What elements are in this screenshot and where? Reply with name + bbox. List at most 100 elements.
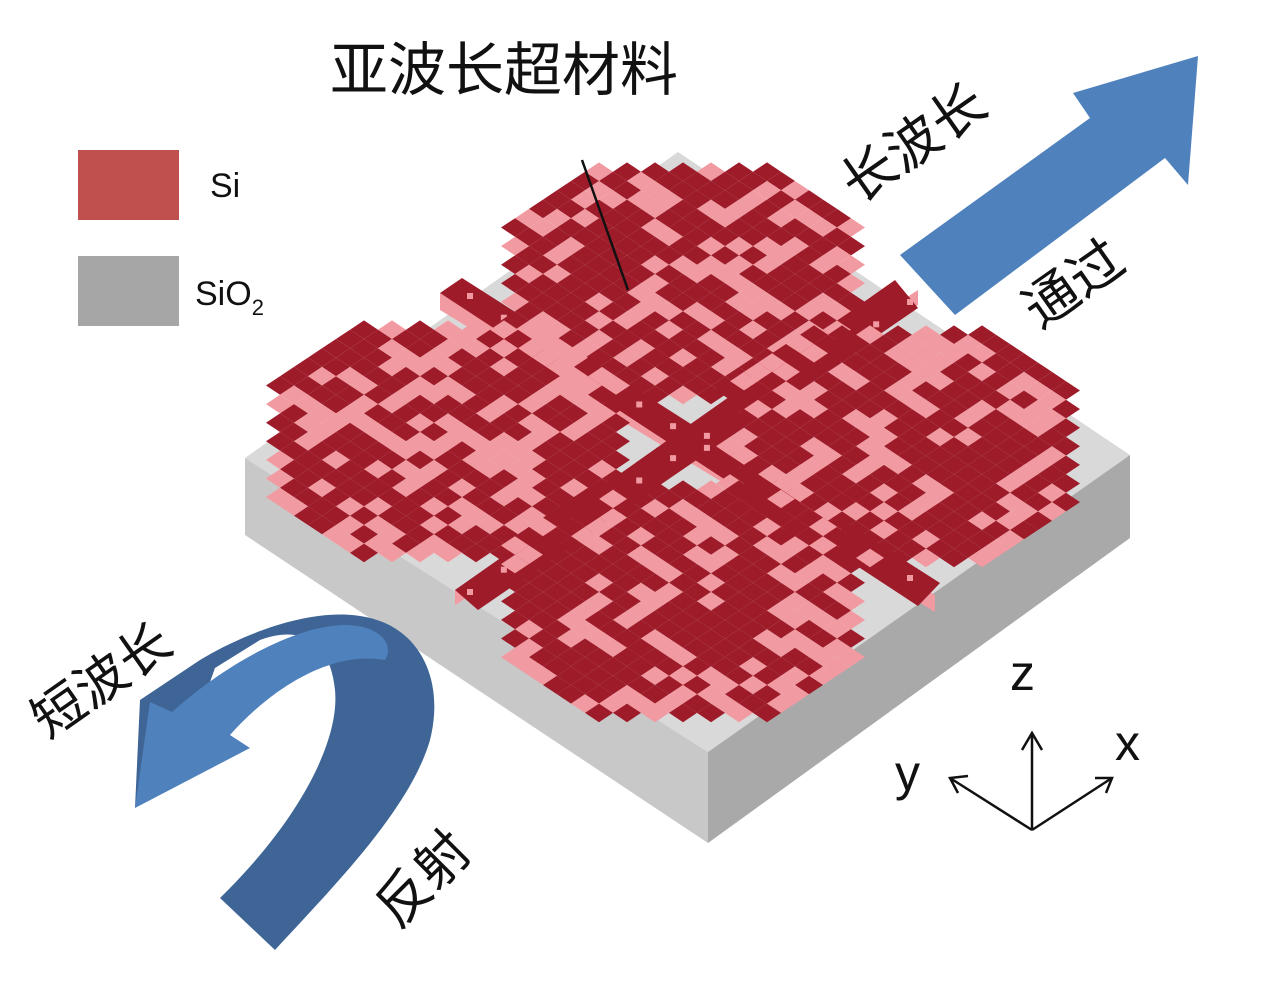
pad-cell — [599, 246, 627, 265]
pad-cell — [529, 517, 557, 537]
pad-cell — [294, 506, 322, 525]
pad-cell — [627, 320, 655, 340]
pad-cell — [599, 171, 627, 191]
pad-cell — [669, 517, 697, 537]
pad-cell — [669, 592, 697, 611]
pad-cell — [870, 483, 898, 503]
pad-cell — [739, 619, 767, 639]
pad-cell — [490, 357, 518, 377]
pad-cell — [753, 536, 781, 555]
pad-cell — [546, 339, 574, 358]
y-axis-line — [949, 776, 1033, 832]
pad-cell — [613, 517, 641, 537]
pad-cell — [434, 339, 462, 358]
pad-cell — [669, 703, 697, 723]
pad-cell — [613, 703, 641, 723]
pad-cell — [697, 536, 725, 555]
pad-cell — [954, 502, 982, 521]
pad-cell — [308, 385, 336, 405]
pad-cell — [739, 227, 767, 247]
pad-cell — [557, 181, 585, 200]
pad-cell — [336, 478, 364, 498]
pad-cell — [828, 344, 856, 363]
pad-cell — [462, 357, 490, 377]
pad-cell — [697, 629, 725, 648]
pad-cell — [753, 629, 781, 648]
pad-cell — [842, 409, 870, 428]
pad-cell — [308, 478, 336, 498]
pad-cell — [683, 171, 711, 191]
pad-cell — [809, 517, 837, 537]
pad-cell — [557, 199, 585, 219]
pad-cell — [697, 517, 725, 537]
pad-cell — [982, 483, 1010, 503]
pad-cell — [515, 564, 543, 583]
pad-cell — [350, 432, 378, 451]
pad-cell — [669, 536, 697, 555]
pad-cell — [669, 499, 697, 518]
pad-cell — [912, 344, 940, 363]
pad-cell — [744, 362, 772, 382]
pad-cell — [571, 564, 599, 583]
pad-cell — [392, 385, 420, 405]
pad-cell — [378, 525, 406, 544]
pad-cell — [823, 564, 851, 583]
bar-hole — [873, 321, 880, 328]
pad-cell — [515, 582, 543, 602]
pad-cell — [697, 162, 725, 181]
pad-cell — [557, 685, 585, 704]
pad-cell — [856, 344, 884, 363]
pad-cell — [529, 199, 557, 219]
pad-cell — [543, 657, 571, 676]
pad-cell — [781, 629, 809, 648]
pad-cell — [543, 582, 571, 602]
pad-cell — [795, 675, 823, 695]
pad-cell — [767, 545, 795, 565]
pad-cell — [996, 344, 1024, 363]
pad-cell — [767, 208, 795, 228]
pad-cell — [490, 450, 518, 470]
pad-cell — [613, 199, 641, 219]
pad-cell — [641, 162, 669, 181]
pad-cell — [926, 390, 954, 410]
pad-cell — [856, 455, 884, 475]
pad-cell — [982, 520, 1010, 540]
pad-cell — [585, 703, 613, 723]
pad-cell — [434, 525, 462, 544]
pad-cell — [504, 515, 532, 535]
pad-cell — [711, 320, 739, 340]
pad-cell — [725, 181, 753, 200]
pad-cell — [739, 320, 767, 340]
pad-cell — [996, 455, 1024, 475]
pad-cell — [996, 362, 1024, 382]
pad-cell — [378, 506, 406, 525]
pad-cell — [781, 536, 809, 555]
pad-cell — [795, 582, 823, 602]
pad-cell — [574, 432, 602, 451]
z-axis-arrowhead — [1020, 730, 1044, 751]
x-axis-arrowhead — [1095, 776, 1114, 794]
pad-cell — [350, 339, 378, 358]
pad-cell — [364, 515, 392, 535]
pad-cell — [543, 675, 571, 695]
pad-cell — [501, 274, 529, 293]
pad-cell — [730, 409, 758, 428]
pad-cell — [641, 703, 669, 723]
pad-cell — [476, 478, 504, 498]
pad-cell — [613, 367, 641, 386]
pad-cell — [669, 274, 697, 293]
pad-cell — [560, 478, 588, 498]
pad-cell — [968, 455, 996, 475]
legend-sio2-swatch — [78, 256, 179, 326]
pad-cell — [322, 525, 350, 544]
pad-cell — [613, 666, 641, 685]
pad-cell — [683, 246, 711, 265]
pad-cell — [490, 339, 518, 358]
pad-cell — [767, 526, 795, 546]
pad-cell — [926, 520, 954, 540]
pad-cell — [364, 497, 392, 516]
pad-cell — [968, 362, 996, 382]
pad-cell — [954, 483, 982, 503]
pad-cell — [543, 619, 571, 639]
pad-cell — [744, 437, 772, 456]
